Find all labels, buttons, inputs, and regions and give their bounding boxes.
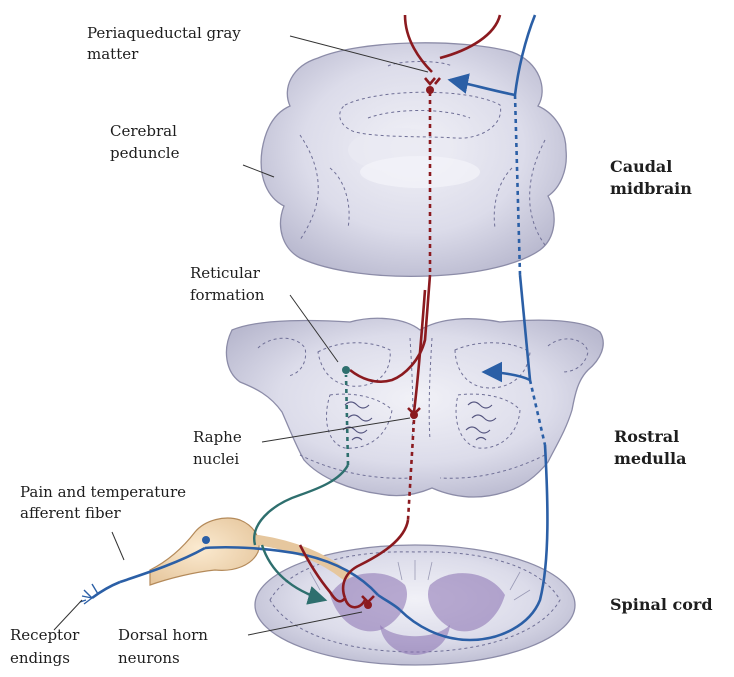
label-receptor-line1: Receptor — [10, 626, 80, 644]
label-reticular-line1: Reticular — [190, 264, 261, 282]
label-periaqueductal-line2: matter — [87, 45, 139, 63]
label-caudal-line1: Caudal — [610, 157, 672, 176]
label-dorsal-line2: neurons — [118, 649, 180, 667]
label-receptor-line2: endings — [10, 649, 70, 667]
label-rostral-line2: medulla — [614, 449, 686, 468]
label-rostral-line1: Rostral — [614, 427, 679, 446]
spinal-cord-slice — [255, 545, 575, 665]
label-cerebral-line2: peduncle — [110, 144, 180, 162]
label-reticular-line2: formation — [190, 286, 265, 304]
label-cerebral-line1: Cerebral — [110, 122, 177, 140]
label-raphe-line2: nuclei — [193, 450, 239, 468]
label-spinal-cord: Spinal cord — [610, 595, 713, 614]
label-dorsal-line1: Dorsal horn — [118, 626, 208, 644]
label-caudal-line2: midbrain — [610, 179, 692, 198]
caudal-midbrain-slice — [261, 43, 566, 277]
label-pain-line1: Pain and temperature — [20, 483, 186, 501]
label-periaqueductal-line1: Periaqueductal gray — [87, 24, 241, 42]
label-pain-line2: afferent fiber — [20, 504, 121, 522]
label-raphe-line1: Raphe — [193, 428, 242, 446]
